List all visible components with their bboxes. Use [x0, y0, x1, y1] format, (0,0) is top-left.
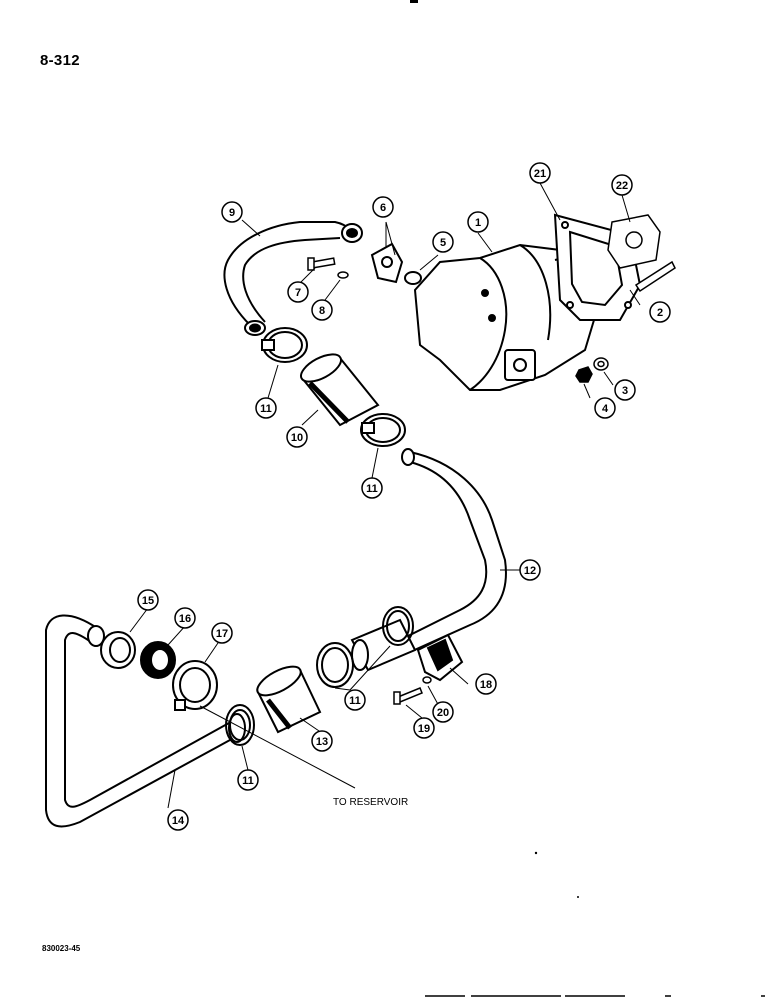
- drive-gear: [607, 214, 661, 269]
- svg-text:7: 7: [295, 287, 301, 299]
- svg-text:8: 8: [319, 305, 325, 317]
- callouts: 1 2 3 4 5 6 7 8 9 10 11 11 12 13 14 15 1…: [137, 162, 671, 831]
- svg-text:6: 6: [380, 202, 386, 214]
- svg-text:16: 16: [179, 613, 191, 625]
- bolt: [307, 257, 336, 271]
- document-code: 830023-45: [42, 944, 81, 953]
- svg-text:22: 22: [616, 180, 628, 192]
- callout-10: 10: [286, 426, 308, 448]
- hose-sleeve-lower: [256, 665, 322, 734]
- scan-speck: [577, 896, 579, 898]
- callout-11c: 11: [344, 689, 366, 711]
- svg-text:2: 2: [657, 307, 663, 319]
- svg-text:11: 11: [242, 775, 254, 787]
- callout-22: 22: [611, 174, 633, 196]
- lock-washer: [337, 271, 349, 279]
- callout-8: 8: [311, 299, 333, 321]
- callout-5: 5: [432, 231, 454, 253]
- hose-clamp-1: [261, 327, 308, 363]
- scan-speck: [534, 851, 538, 855]
- collar: [100, 631, 136, 669]
- callout-14: 14: [167, 809, 189, 831]
- svg-text:18: 18: [480, 679, 492, 691]
- reservoir-label: TO RESERVOIR: [333, 797, 408, 808]
- svg-text:13: 13: [316, 736, 328, 748]
- callout-4: 4: [594, 397, 616, 419]
- flange-clamp: [172, 660, 218, 711]
- mounting-bracket: [416, 633, 464, 682]
- hose-clamp-5: [225, 704, 255, 746]
- svg-text:19: 19: [418, 723, 430, 735]
- washer: [593, 357, 609, 371]
- svg-text:21: 21: [534, 168, 546, 180]
- callout-6: 6: [372, 196, 394, 218]
- callout-9: 9: [221, 201, 243, 223]
- callout-11b: 11: [361, 477, 383, 499]
- callout-11a: 11: [255, 397, 277, 419]
- callout-7: 7: [287, 281, 309, 303]
- svg-text:10: 10: [291, 432, 303, 444]
- bracket-bolt: [393, 687, 423, 705]
- callout-18: 18: [475, 673, 497, 695]
- hex-nut: [575, 366, 593, 383]
- svg-text:9: 9: [229, 207, 235, 219]
- stud: [634, 260, 676, 293]
- hose-clamp-4: [316, 642, 354, 688]
- callout-16: 16: [174, 607, 196, 629]
- return-tube-upper: [223, 221, 363, 336]
- callout-15: 15: [137, 589, 159, 611]
- svg-text:1: 1: [475, 217, 481, 229]
- svg-text:12: 12: [524, 565, 536, 577]
- callout-2: 2: [649, 301, 671, 323]
- bracket-washer: [422, 676, 432, 684]
- callout-11d: 11: [237, 769, 259, 791]
- flange-plate: [370, 242, 404, 284]
- hose-clamp-3: [382, 606, 414, 646]
- page-number: 8-312: [40, 52, 80, 69]
- svg-text:15: 15: [142, 595, 154, 607]
- svg-text:14: 14: [172, 815, 185, 827]
- svg-text:17: 17: [216, 628, 228, 640]
- svg-text:11: 11: [366, 483, 378, 495]
- leader-lines: [129, 182, 641, 809]
- callout-12: 12: [519, 559, 541, 581]
- pressure-tube: [399, 448, 507, 653]
- svg-text:3: 3: [622, 385, 628, 397]
- o-ring: [404, 271, 422, 285]
- svg-text:11: 11: [349, 695, 361, 707]
- seal-ring: [140, 641, 176, 679]
- callout-13: 13: [311, 730, 333, 752]
- hose-sleeve: [300, 353, 380, 427]
- svg-text:5: 5: [440, 237, 446, 249]
- callout-17: 17: [211, 622, 233, 644]
- callout-19: 19: [413, 717, 435, 739]
- callout-1: 1: [467, 211, 489, 233]
- svg-text:4: 4: [602, 403, 609, 415]
- callout-3: 3: [614, 379, 636, 401]
- svg-text:20: 20: [437, 707, 449, 719]
- hose-clamp-2: [360, 413, 406, 447]
- callout-20: 20: [432, 701, 454, 723]
- svg-text:11: 11: [260, 403, 272, 415]
- pump-body: [413, 243, 602, 391]
- callout-21: 21: [529, 162, 551, 184]
